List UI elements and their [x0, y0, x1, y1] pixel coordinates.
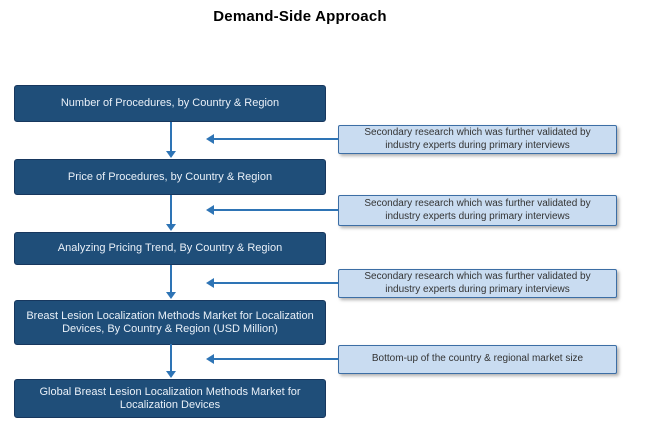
callout-bottom-up: Bottom-up of the country & regional mark… [338, 345, 617, 374]
flow-step-label: Breast Lesion Localization Methods Marke… [26, 309, 314, 335]
flow-step-market-by-region: Breast Lesion Localization Methods Marke… [14, 300, 326, 345]
callout-line: Secondary research which was further val… [364, 198, 591, 209]
down-arrow-head-icon [166, 292, 176, 299]
flow-step-procedures-price: Price of Procedures, by Country & Region [14, 159, 326, 195]
callout-secondary-research-2: Secondary research which was further val… [338, 195, 617, 226]
left-arrow-line-4 [214, 358, 338, 360]
left-arrow-head-icon [206, 354, 214, 364]
callout-line: Secondary research which was further val… [364, 127, 591, 138]
flow-step-label: Price of Procedures, by Country & Region [67, 170, 273, 183]
callout-line: industry experts during primary intervie… [385, 210, 570, 222]
down-arrow-line-1 [170, 122, 172, 151]
callout-line: industry experts during primary intervie… [385, 139, 570, 151]
callout-line: Bottom-up of the country & regional mark… [371, 353, 584, 365]
flow-step-label: Number of Procedures, by Country & Regio… [60, 97, 280, 109]
left-arrow-line-2 [214, 209, 338, 211]
callout-secondary-research-1: Secondary research which was further val… [338, 125, 617, 154]
flow-step-global-market: Global Breast Lesion Localization Method… [14, 379, 326, 418]
down-arrow-head-icon [166, 224, 176, 231]
down-arrow-line-4 [170, 344, 172, 371]
left-arrow-line-1 [214, 138, 338, 140]
flow-step-pricing-trend: Analyzing Pricing Trend, By Country & Re… [14, 232, 326, 265]
flow-step-label: Global Breast Lesion Localization Method… [39, 385, 301, 411]
callout-line: industry experts during primary intervie… [385, 283, 570, 295]
left-arrow-head-icon [206, 205, 214, 215]
callout-secondary-research-3: Secondary research which was further val… [338, 269, 617, 298]
down-arrow-head-icon [166, 151, 176, 158]
left-arrow-head-icon [206, 278, 214, 288]
diagram-title: Demand-Side Approach [213, 8, 387, 25]
left-arrow-line-3 [214, 282, 338, 284]
down-arrow-line-2 [170, 195, 172, 224]
flow-step-procedures-count: Number of Procedures, by Country & Regio… [14, 85, 326, 122]
left-arrow-head-icon [206, 134, 214, 144]
down-arrow-line-3 [170, 265, 172, 292]
flow-step-label: Analyzing Pricing Trend, By Country & Re… [57, 242, 283, 254]
down-arrow-head-icon [166, 371, 176, 378]
callout-line: Secondary research which was further val… [364, 271, 591, 282]
